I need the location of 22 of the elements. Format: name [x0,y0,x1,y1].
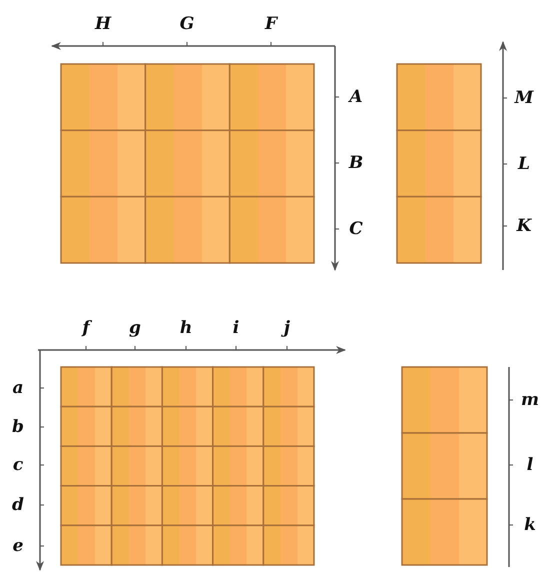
axis-label: B [348,153,364,173]
axis-label: j [284,318,290,338]
axis-label: K [516,216,532,236]
axis-label: f [82,318,90,338]
axis-label: h [180,318,192,338]
axis-label: e [12,536,24,556]
axis-label: g [129,318,141,338]
axis-label: M [514,88,534,108]
axis-label: F [264,14,278,34]
axis-label: b [12,417,24,437]
axis-label: L [518,154,530,174]
axis-label: C [349,219,363,239]
axis-label: l [526,455,534,475]
axis-label: a [12,378,24,398]
axis-label: i [232,318,240,338]
axis-label: G [180,14,194,34]
axis-label: c [12,455,24,475]
axis-label: m [521,390,539,410]
axis-label: k [524,515,536,535]
axis-label: H [94,14,112,34]
axis-label: A [349,87,363,107]
axis-label: d [12,495,24,515]
